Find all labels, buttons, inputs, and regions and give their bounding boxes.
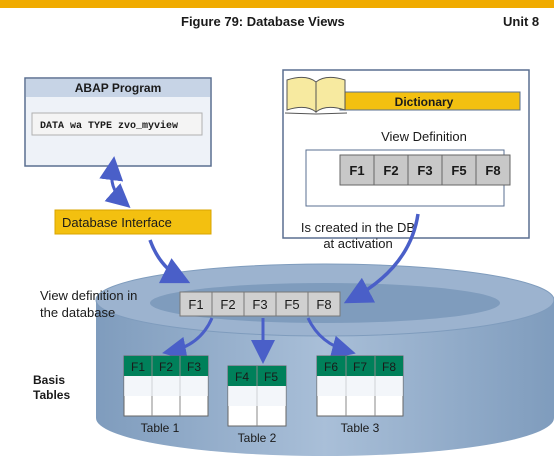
activation-note-line1: Is created in the DB: [301, 220, 415, 235]
basis-tables-label-line1: Basis: [33, 373, 65, 387]
db-view-field-label: F1: [188, 297, 203, 312]
db-view-field-label: F8: [316, 297, 331, 312]
db-view-field-label: F5: [284, 297, 299, 312]
database-interface-box: Database Interface: [54, 209, 212, 235]
table-field-label: F3: [187, 360, 201, 374]
dict-field-cell: [373, 154, 409, 186]
table-1: F1 F2 F3 Table 1: [123, 355, 209, 435]
view-definition-label: View Definition: [381, 129, 467, 144]
db-view-fields: F1 F2 F3 F5 F8: [179, 291, 341, 317]
abap-program-title: ABAP Program: [75, 81, 161, 95]
database-interface-label: Database Interface: [62, 215, 172, 230]
table-field-label: F2: [159, 360, 173, 374]
table-field-label: F5: [264, 370, 278, 384]
top-accent-bar: [0, 0, 554, 8]
table-field-label: F4: [235, 370, 249, 384]
dict-field-label: F5: [451, 163, 466, 178]
abap-program-box: ABAP Program DATA wa TYPE zvo_myview: [24, 77, 212, 167]
unit-label: Unit 8: [503, 14, 540, 29]
view-table3-arrow: [306, 317, 356, 359]
view-table1-arrow: [162, 317, 214, 361]
figure-title: Figure 79: Database Views: [181, 14, 345, 29]
dict-field-cell: [475, 154, 511, 186]
db-view-label-line1: View definition in: [40, 288, 137, 303]
abap-code-line: DATA wa TYPE zvo_myview: [40, 120, 178, 132]
activation-note-line2: at activation: [323, 236, 392, 251]
interface-view-arrow: [148, 239, 191, 284]
table-3: F6 F7 F8 Table 3: [316, 355, 404, 435]
db-view-field-cell: [275, 291, 309, 317]
table-2: F4 F5 Table 2: [227, 365, 287, 445]
db-view-field-label: F2: [220, 297, 235, 312]
db-view-field-cell: [211, 291, 245, 317]
dict-field-label: F1: [349, 163, 364, 178]
book-icon: [284, 76, 348, 115]
table-name: Table 1: [141, 421, 180, 435]
dict-field-label: F8: [485, 163, 500, 178]
dictionary-box: Dictionary View Definition F1 F2 F3 F5 F…: [282, 69, 530, 239]
db-view-field-cell: [179, 291, 213, 317]
table-field-label: F6: [324, 360, 338, 374]
table-name: Table 3: [341, 421, 380, 435]
db-view-label-line2: the database: [40, 305, 115, 320]
program-interface-arrow: [99, 156, 131, 208]
dictionary-fields: F1 F2 F3 F5 F8: [339, 154, 511, 186]
table-name: Table 2: [238, 431, 277, 445]
activation-arrow: [343, 213, 420, 304]
table-field-label: F1: [131, 360, 145, 374]
dictionary-title: Dictionary: [395, 95, 454, 109]
table-field-label: F7: [353, 360, 367, 374]
dict-field-label: F2: [383, 163, 398, 178]
dict-field-label: F3: [417, 163, 432, 178]
basis-tables-label-line2: Tables: [33, 388, 70, 402]
db-view-field-label: F3: [252, 297, 267, 312]
table-field-label: F8: [382, 360, 396, 374]
dict-field-cell: [339, 154, 375, 186]
db-view-field-cell: [307, 291, 341, 317]
db-view-field-cell: [243, 291, 277, 317]
